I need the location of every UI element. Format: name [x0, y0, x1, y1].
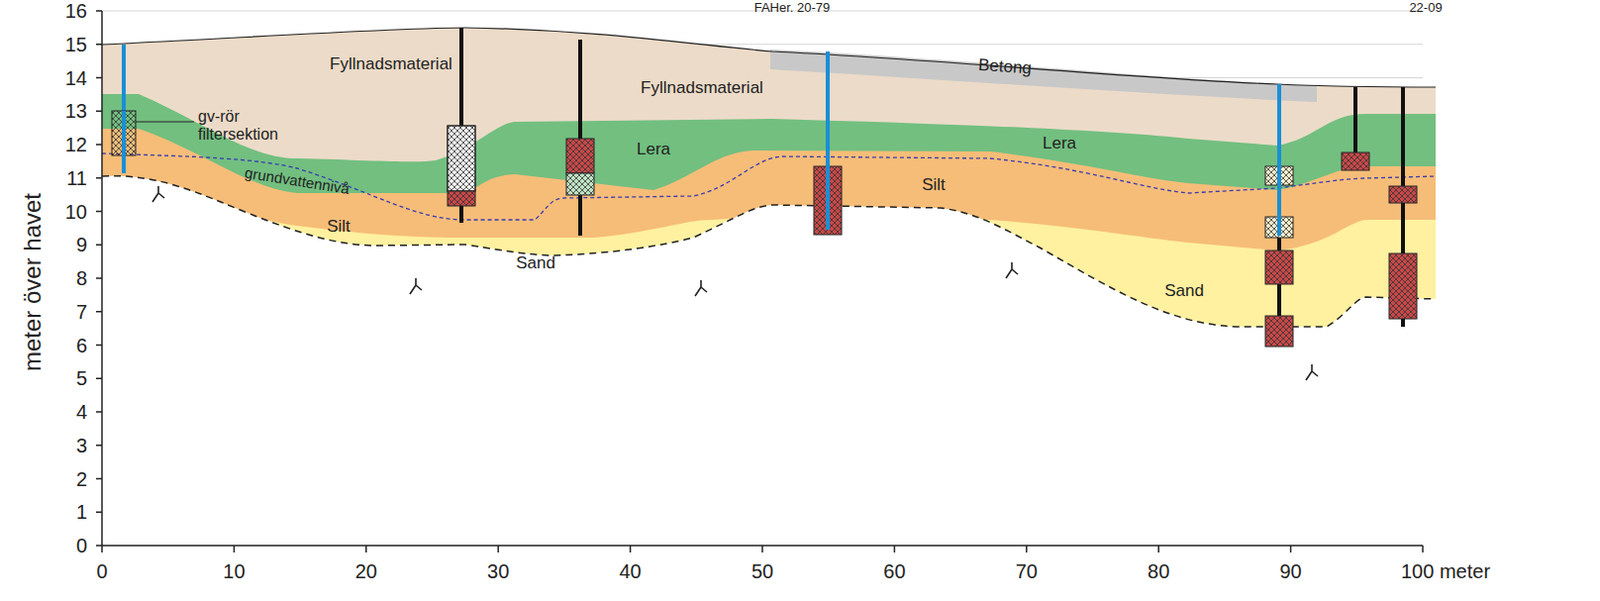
tick-label: 50 [751, 560, 774, 583]
tick-label: 20 [355, 560, 378, 583]
tick-label: 30 [487, 560, 509, 583]
groundwater-line [101, 153, 1436, 220]
layer-name: Lera [636, 140, 671, 160]
tick-label: 10 [222, 560, 245, 583]
tick-label: 9 [76, 233, 88, 256]
tick-label: 80 [1147, 560, 1170, 583]
layer-name: Silt [326, 217, 351, 237]
tick-label: 3 [76, 434, 88, 457]
layer-name: Sand [1164, 282, 1204, 301]
tick-label: 0 [96, 560, 107, 583]
layer-name: Lera [1042, 134, 1077, 154]
tick-label: 4 [76, 400, 88, 423]
tick-label: 14 [65, 67, 88, 90]
bedrock-line [101, 176, 1436, 327]
tick-label: 12 [65, 133, 88, 156]
tick-label: 1 [76, 500, 88, 523]
tick-label: 15 [65, 33, 88, 56]
tick-label: 13 [65, 100, 88, 122]
concrete-slab [770, 49, 1317, 102]
tick-label: 16 [65, 0, 88, 22]
boreholes [111, 27, 1417, 347]
tick-label: 8 [76, 267, 88, 290]
layer-name: Betong [977, 56, 1032, 79]
tick-label: 6 [76, 334, 88, 357]
tick-label: 5 [76, 367, 88, 390]
callout-label: gv-rör filtersektion [198, 107, 293, 143]
tick-label: 2 [76, 468, 88, 491]
tick-label: 11 [66, 167, 88, 190]
header-note: 22-09 [1408, 0, 1442, 15]
axis-title: meter över havet [19, 193, 46, 372]
tick-label: 60 [883, 560, 905, 583]
header-note: FAHer. 20-79 [754, 0, 831, 15]
tick-label: 0 [76, 534, 88, 557]
layer-name: Silt [921, 176, 946, 196]
tick-label: 70 [1015, 560, 1038, 583]
layer-name: Fyllnadsmaterial [640, 79, 764, 99]
tick-label: 7 [76, 300, 88, 323]
tick-label: 10 [65, 200, 88, 223]
tick-label: 100 meter [1400, 560, 1491, 583]
layer-name: Sand [515, 254, 556, 274]
tick-label: 90 [1279, 560, 1301, 583]
tick-label: 40 [618, 560, 641, 583]
layer-name: Fyllnadsmaterial [329, 55, 453, 75]
